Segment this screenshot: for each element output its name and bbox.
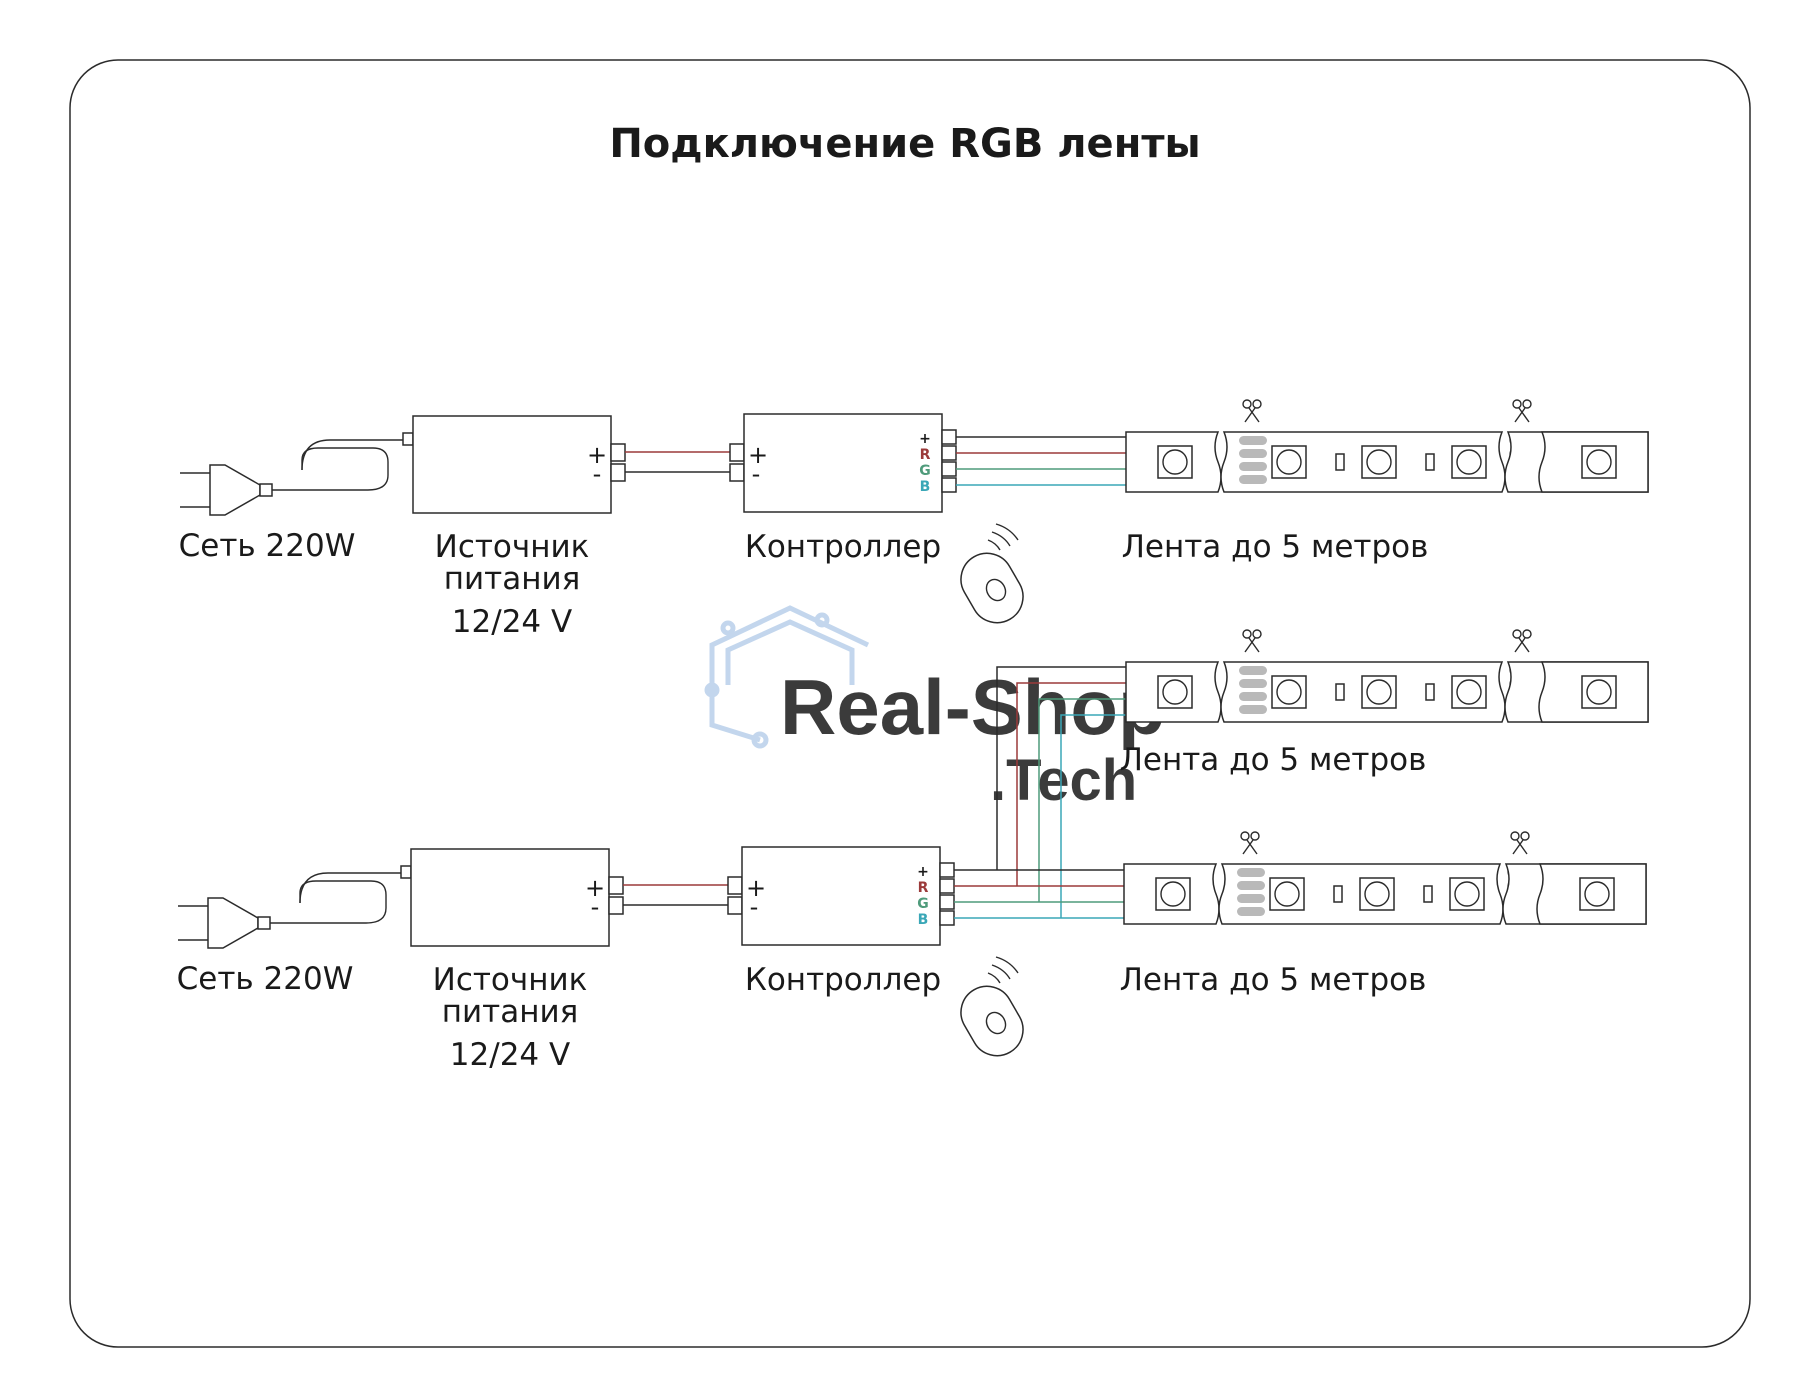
scissors-icon: [1242, 629, 1262, 653]
psu-label-line1: Источник: [435, 529, 590, 565]
watermark-house-icon: [704, 605, 870, 749]
psu-voltage: 12/24 V: [452, 604, 572, 640]
watermark-logo: Real-Shop .Tech: [704, 605, 1166, 813]
scissors-icon: [1512, 399, 1532, 423]
out-pin-r: R: [918, 880, 929, 896]
upper-chain: + - + - + R G B Сеть 220W Источник: [179, 399, 1649, 640]
power-supply-box: [412, 415, 612, 514]
psu-label-line2: питания: [442, 994, 579, 1030]
lower-chain: + - + - + R G B Сеть 220W Источник питан…: [177, 831, 1647, 1073]
out-pin-g: G: [917, 896, 929, 912]
mains-label: Сеть 220W: [177, 961, 354, 997]
strip-label: Лента до 5 метров: [1120, 962, 1427, 998]
led-strip-upper: [1125, 431, 1649, 493]
diagram-title: Подключение RGB ленты: [609, 121, 1200, 167]
controller-label: Контроллер: [745, 529, 941, 565]
middle-strip-group: Лента до 5 метров: [996, 629, 1649, 918]
controller-in-plus: +: [746, 874, 766, 902]
remote-icon: [950, 523, 1034, 633]
scissors-icon: [1242, 399, 1262, 423]
controller-label: Контроллер: [745, 962, 941, 998]
led-strip-middle: [1125, 661, 1649, 723]
strip-label: Лента до 5 метров: [1122, 529, 1429, 565]
controller-in-minus: -: [752, 460, 761, 488]
out-pin-b: B: [920, 479, 931, 495]
plug-icon: [179, 464, 273, 516]
controller-box: [743, 413, 943, 513]
controller-in-plus: +: [748, 441, 768, 469]
scissors-icon: [1510, 831, 1530, 855]
psu-plus-label: +: [585, 874, 605, 902]
psu-minus-label: -: [591, 893, 600, 921]
psu-plus-label: +: [587, 441, 607, 469]
scissors-icon: [1512, 629, 1532, 653]
controller-box: [741, 846, 941, 946]
out-pin-r: R: [920, 447, 931, 463]
watermark-line1: Real-Shop: [780, 663, 1166, 751]
plug-icon: [177, 897, 271, 949]
power-supply-box: [410, 848, 610, 947]
psu-label-line2: питания: [444, 561, 581, 597]
controller-in-minus: -: [750, 893, 759, 921]
psu-label-line1: Источник: [433, 962, 588, 998]
mains-label: Сеть 220W: [179, 528, 356, 564]
strip-label: Лента до 5 метров: [1120, 742, 1427, 778]
out-pin-b: B: [918, 912, 929, 928]
out-pin-plus: +: [919, 431, 931, 447]
remote-icon: [950, 956, 1034, 1066]
diagram-frame: [69, 59, 1751, 1348]
psu-minus-label: -: [593, 460, 602, 488]
psu-voltage: 12/24 V: [450, 1037, 570, 1073]
scissors-icon: [1240, 831, 1260, 855]
out-pin-plus: +: [917, 864, 929, 880]
watermark-line2: .Tech: [990, 748, 1137, 813]
out-pin-g: G: [919, 463, 931, 479]
led-strip-lower: [1123, 863, 1647, 925]
